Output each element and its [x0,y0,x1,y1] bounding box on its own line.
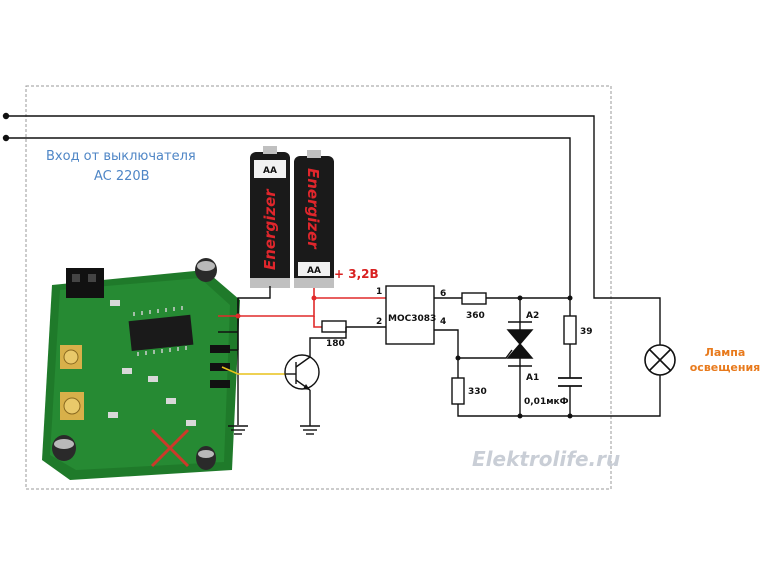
junction-dots [455,295,573,419]
battery-cell: AA Energizer [250,146,290,288]
npn-transistor [284,350,320,426]
wire [309,327,347,350]
battery-cell: Energizer AA [294,150,334,288]
triac-a2-label: A2 [526,311,539,321]
lamp [644,344,676,376]
crossed-out-component [150,428,190,468]
svg-text:Energizer: Energizer [304,168,322,250]
pin-4-label: 4 [440,317,446,327]
junction-dot [311,295,317,301]
ground-symbol [228,425,248,435]
jumper-header [66,268,104,298]
sensor-ic [128,314,194,352]
optocoupler-label: MOC3083 [388,314,436,324]
module-frame [25,85,612,490]
resistor-360-label: 360 [466,311,485,321]
capacitor [558,377,582,387]
signal-wire [221,366,286,375]
ac-input-lines [2,112,661,345]
transistor-arrow [303,384,310,390]
resistor-180-label: 180 [326,339,345,349]
pin-1-label: 1 [376,287,382,297]
pin-2-label: 2 [376,317,382,327]
electrolytic-capacitor [52,435,76,461]
pir-sensor-board [42,258,240,480]
triac-a1-label: A1 [526,373,539,383]
lamp-label-line1: Лампа [705,346,746,359]
resistor-180 [321,320,347,333]
pin-6-label: 6 [440,289,446,299]
resistor-39-label: 39 [580,327,593,337]
electrolytic-capacitor [195,258,217,282]
resistor-330 [451,377,465,405]
junction-dot [235,313,241,319]
triac-circuit-wires [434,297,661,417]
resistor-39 [563,315,577,345]
battery-pack: AA Energizer Energizer AA [250,146,334,288]
svg-text:Energizer: Energizer [261,188,279,270]
optocoupler-moc3083 [385,285,435,345]
ground-wires [218,286,271,425]
lamp-label-line2: освещения [690,361,761,374]
svg-text:AA: AA [263,166,277,176]
potentiometer [60,392,84,420]
capacitor-label: 0,01мкФ [524,397,569,407]
svg-text:AA: AA [307,266,321,276]
resistor-330-label: 330 [468,387,487,397]
output-pins [210,345,230,388]
electrolytic-capacitor [196,446,216,470]
watermark: Elektrolife.ru [472,447,620,471]
input-label-line2: AC 220В [94,169,150,184]
input-label-line1: Вход от выключателя [46,149,196,164]
supply-wire [218,288,386,328]
triac [506,321,534,367]
potentiometer [60,345,82,369]
supply-voltage-label: + 3,2В [334,267,379,281]
ground-symbol [300,425,320,435]
resistor-360 [461,292,487,305]
